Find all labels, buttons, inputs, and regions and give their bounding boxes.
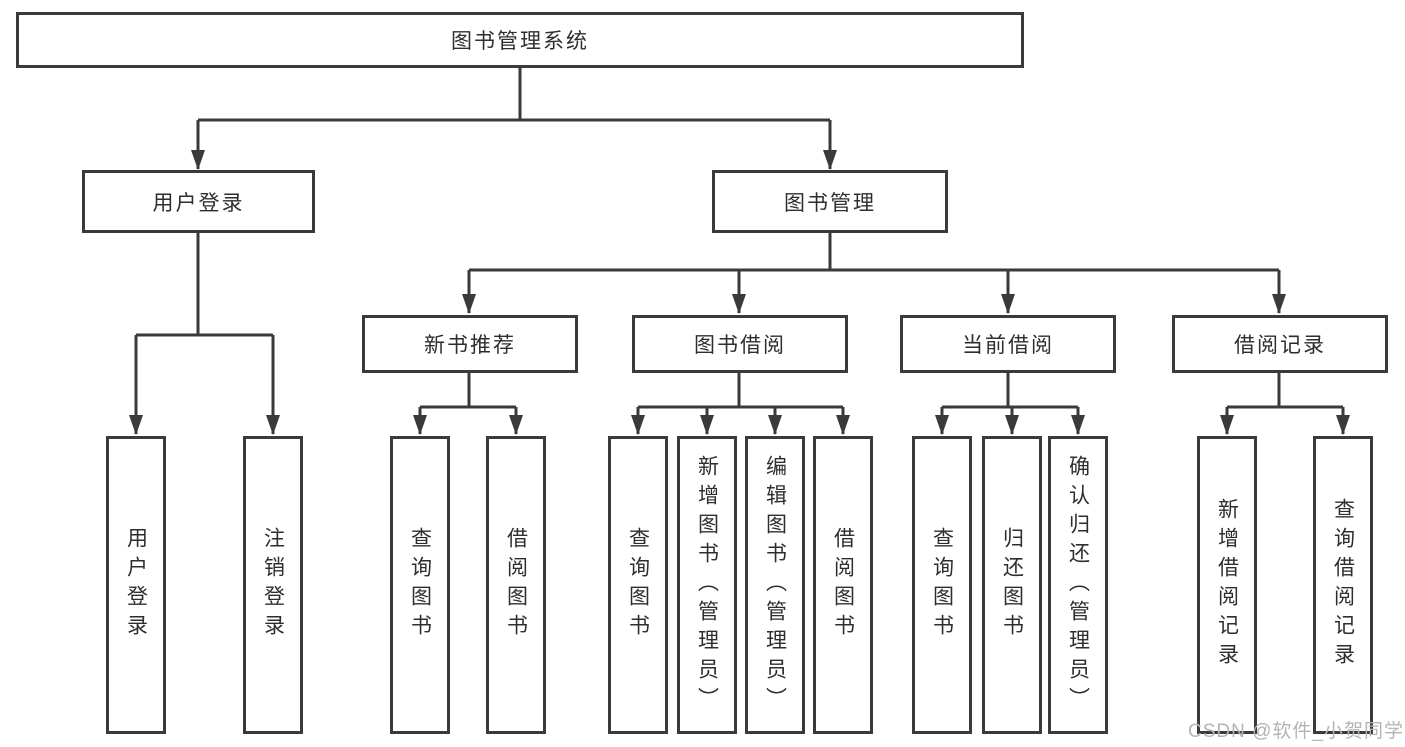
leaf-query-books-recommend-label: 查询图书 (408, 527, 432, 643)
leaf-add-book-admin-label: 新增图书（管理员） (695, 454, 719, 716)
leaf-query-books-borrow: 查询图书 (608, 436, 668, 734)
node-user-login: 用户登录 (82, 170, 315, 233)
leaf-query-borrow-record-label: 查询借阅记录 (1331, 498, 1355, 672)
leaf-query-books-current: 查询图书 (912, 436, 972, 734)
leaf-query-books-recommend: 查询图书 (390, 436, 450, 734)
leaf-edit-book-admin-label: 编辑图书（管理员） (763, 454, 787, 716)
leaf-edit-book-admin: 编辑图书（管理员） (745, 436, 805, 734)
leaf-query-books-current-label: 查询图书 (930, 527, 954, 643)
watermark: CSDN @软件_小贺同学 (1188, 721, 1404, 742)
node-book-management: 图书管理 (712, 170, 948, 233)
leaf-add-borrow-record: 新增借阅记录 (1197, 436, 1257, 734)
leaf-confirm-return-admin: 确认归还（管理员） (1048, 436, 1108, 734)
leaf-logout: 注销登录 (243, 436, 303, 734)
leaf-user-login-label: 用户登录 (124, 527, 148, 643)
node-current-borrow: 当前借阅 (900, 315, 1116, 373)
connector-rails (136, 68, 1343, 409)
node-borrow-records: 借阅记录 (1172, 315, 1388, 373)
leaf-borrow-books-label: 借阅图书 (831, 527, 855, 643)
node-new-book-recommend: 新书推荐 (362, 315, 578, 373)
leaf-borrow-books: 借阅图书 (813, 436, 873, 734)
node-library-management-system: 图书管理系统 (16, 12, 1024, 68)
node-book-borrow: 图书借阅 (632, 315, 848, 373)
leaf-return-books: 归还图书 (982, 436, 1042, 734)
leaf-borrow-books-recommend: 借阅图书 (486, 436, 546, 734)
leaf-query-borrow-record: 查询借阅记录 (1313, 436, 1373, 734)
leaf-logout-label: 注销登录 (261, 527, 285, 643)
leaf-user-login: 用户登录 (106, 436, 166, 734)
leaf-return-books-label: 归还图书 (1000, 527, 1024, 643)
leaf-add-book-admin: 新增图书（管理员） (677, 436, 737, 734)
leaf-add-borrow-record-label: 新增借阅记录 (1215, 498, 1239, 672)
leaf-confirm-return-admin-label: 确认归还（管理员） (1066, 454, 1090, 716)
leaf-query-books-borrow-label: 查询图书 (626, 527, 650, 643)
leaf-borrow-books-recommend-label: 借阅图书 (504, 527, 528, 643)
